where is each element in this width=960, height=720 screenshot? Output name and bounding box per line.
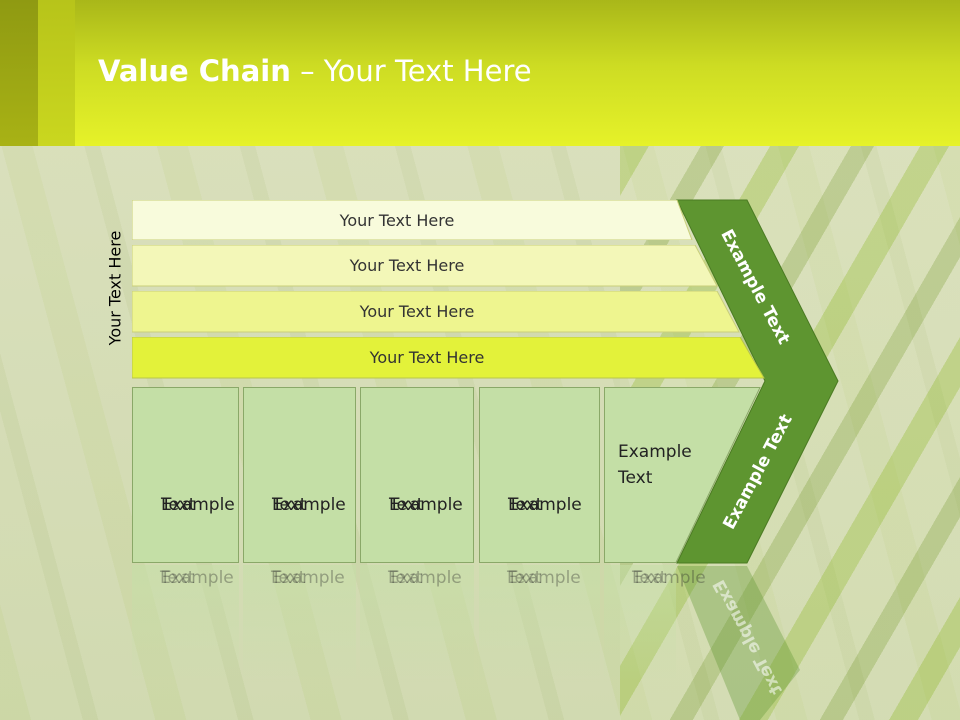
box-4-line2: Text: [508, 495, 543, 515]
box-4-reflection-line1: Example: [507, 568, 581, 588]
chevron-shape[interactable]: [676, 199, 839, 564]
title-rest: – Your Text Here: [290, 54, 532, 88]
band-2-label: Your Text Here: [349, 255, 465, 275]
header-accent-bar-2: [38, 0, 75, 146]
box-1-reflection-line1: Example: [160, 568, 234, 588]
box-3-reflection-line1: Example: [388, 568, 462, 588]
box-5-reflection-line1: Example: [632, 568, 706, 588]
box-2-line2: Text: [272, 495, 307, 515]
band-1[interactable]: Your Text Here: [132, 200, 693, 240]
band-3[interactable]: Your Text Here: [132, 291, 740, 333]
band-1-label: Your Text Here: [339, 210, 455, 230]
slide-title[interactable]: Value Chain – Your Text Here: [98, 54, 532, 88]
box-3-line2: Text: [389, 495, 424, 515]
band-3-label: Your Text Here: [359, 301, 475, 321]
box-4-line1: Example: [508, 495, 582, 515]
box-5-line2: Text: [618, 468, 653, 488]
band-2[interactable]: Your Text Here: [132, 245, 718, 287]
box-1-line1: Example: [161, 495, 235, 515]
title-bold: Value Chain: [98, 54, 291, 88]
band-4-label: Your Text Here: [369, 347, 485, 367]
header-accent-bar-1: [0, 0, 38, 146]
box-5-line1: Example: [618, 442, 692, 462]
box-3-line1: Example: [389, 495, 463, 515]
box-2-line1: Example: [272, 495, 346, 515]
chevron-reflection: [677, 566, 800, 720]
band-4[interactable]: Your Text Here: [132, 337, 765, 379]
header-bar: Value Chain – Your Text Here: [0, 0, 960, 146]
box-1-line2: Text: [161, 495, 196, 515]
box-2-reflection-line1: Example: [271, 568, 345, 588]
